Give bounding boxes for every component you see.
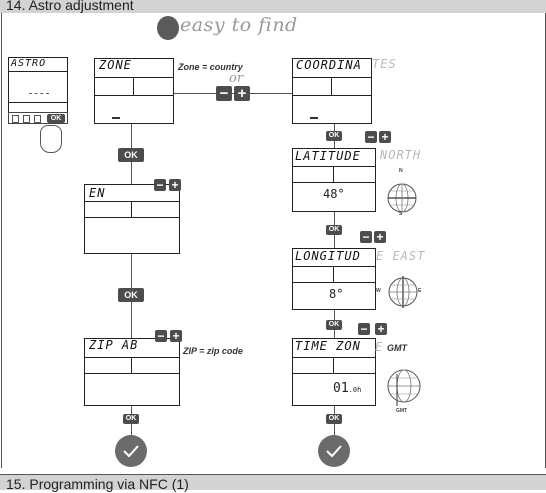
timezone-screen: TIME ZON 01.0h: [292, 338, 376, 406]
compass-s: S: [399, 211, 403, 217]
minus-button-latitude[interactable]: −: [365, 131, 377, 143]
section-title-text-15: 15. Programming via NFC (1): [6, 476, 189, 492]
latitude-screen: LATITUDE 48°: [292, 148, 376, 212]
timezone-ghost: E: [375, 340, 384, 354]
section-title-14: 14. Astro adjustment: [0, 0, 546, 13]
plus-button-longitude[interactable]: +: [374, 231, 386, 243]
globe-icon-longitude: [381, 270, 425, 319]
section-title-text: 14. Astro adjustment: [6, 0, 134, 13]
latitude-label: LATITUDE: [295, 149, 361, 163]
timezone-value: 01.0h: [333, 381, 362, 396]
compass-n: N: [399, 168, 403, 174]
device-keypad: OK: [8, 112, 68, 124]
plus-button-zip[interactable]: +: [170, 330, 182, 342]
ok-button-longitude[interactable]: OK: [326, 320, 342, 330]
section-title-15: 15. Programming via NFC (1): [0, 474, 546, 492]
coordinates-ghost: TES: [372, 57, 397, 71]
plus-button-en[interactable]: +: [169, 179, 181, 191]
coordinates-screen: COORDINA: [292, 58, 372, 124]
ok-button-zip[interactable]: OK: [123, 414, 139, 424]
coordinates-label: COORDINA: [296, 58, 362, 72]
minus-button-en[interactable]: −: [154, 179, 166, 191]
pointing-hand-icon: [40, 125, 62, 153]
longitude-label: LONGITUD: [295, 249, 361, 263]
minus-button-zip[interactable]: −: [155, 330, 167, 342]
ok-button-latitude[interactable]: OK: [326, 225, 342, 235]
zip-note: ZIP = zip code: [183, 346, 243, 356]
easy-to-find-banner: easy to find: [180, 14, 298, 36]
longitude-ghost: E EAST: [376, 249, 426, 263]
plus-button[interactable]: +: [234, 86, 250, 101]
device-ok-button[interactable]: OK: [47, 114, 65, 123]
latitude-value: 48°: [323, 187, 345, 201]
en-screen: EN: [84, 184, 180, 254]
check-icon-left: [115, 435, 147, 467]
check-icon-right: [318, 435, 350, 467]
ok-button-timezone[interactable]: OK: [326, 414, 342, 424]
ok-button-zone[interactable]: OK: [118, 148, 144, 162]
zone-note: Zone = country: [178, 62, 243, 72]
zip-screen: ZIP AB: [84, 338, 180, 406]
en-label: EN: [89, 186, 106, 200]
zone-screen: ZONE: [94, 58, 174, 124]
minus-button-timezone[interactable]: −: [358, 323, 370, 335]
minus-button-longitude[interactable]: −: [360, 231, 372, 243]
hand-touch-icon: [157, 16, 179, 40]
globe-icon-latitude: [380, 176, 424, 225]
compass-w: W: [376, 288, 381, 294]
zip-label: ZIP AB: [89, 338, 139, 352]
gmt-note: GMT: [387, 343, 407, 353]
longitude-value: 8°: [329, 287, 344, 301]
astro-device-display: ASTRO: [8, 57, 68, 113]
latitude-ghost: NORTH: [380, 148, 422, 162]
plus-button-timezone[interactable]: +: [375, 323, 387, 335]
compass-e: E: [418, 288, 422, 294]
longitude-screen: LONGITUD 8°: [292, 248, 376, 310]
compass-gmt: GMT: [396, 408, 408, 414]
timezone-label: TIME ZON: [295, 339, 361, 353]
minus-button[interactable]: −: [216, 86, 232, 101]
ok-button-coordinates[interactable]: OK: [326, 131, 342, 141]
or-note: or: [229, 71, 244, 86]
globe-icon-timezone: [382, 364, 426, 413]
astro-label: ASTRO: [11, 58, 47, 69]
section-frame: [1, 13, 546, 468]
zone-label: ZONE: [99, 58, 132, 72]
plus-button-latitude[interactable]: +: [379, 131, 391, 143]
ok-button-en[interactable]: OK: [118, 288, 144, 302]
